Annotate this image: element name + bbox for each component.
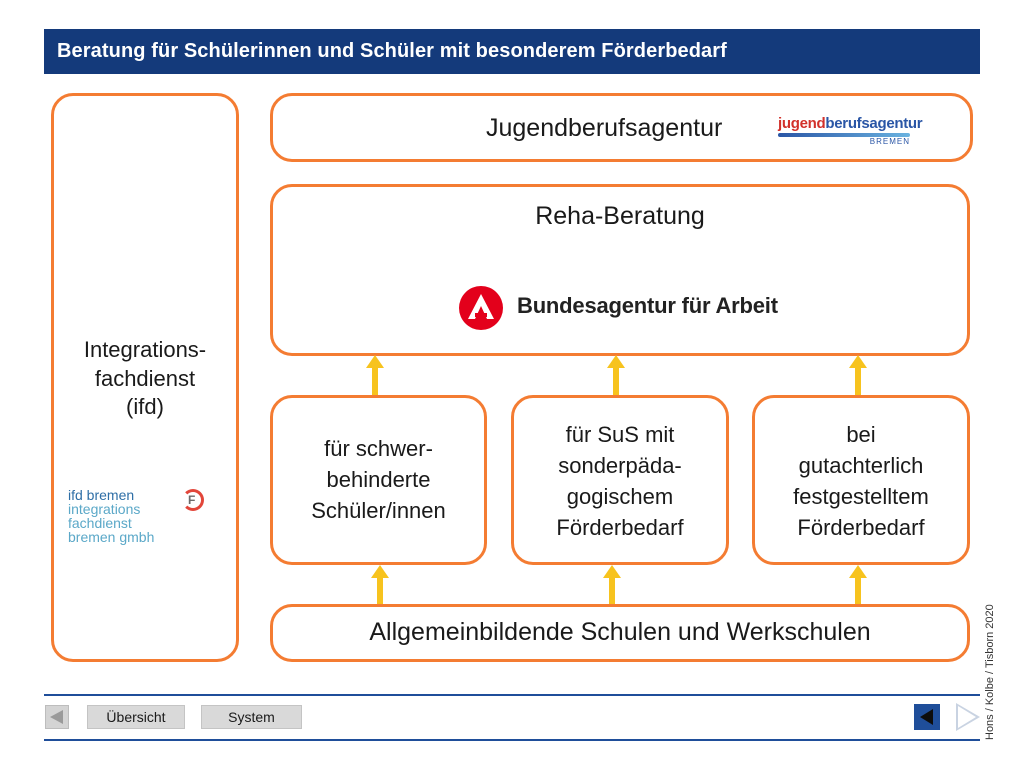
target-text-schwerbehinderte: für schwer- behinderte Schüler/innen (311, 436, 446, 523)
schools-box (270, 604, 970, 662)
jba-logo-part-1: jugend (778, 115, 826, 132)
system-button[interactable]: System (201, 705, 302, 729)
jugendberufsagentur-title: Jugendberufsagentur (486, 114, 723, 142)
nav-divider-top (44, 694, 980, 696)
target-box-gutachterlich (752, 395, 970, 565)
target-box-schwerbehinderte (270, 395, 487, 565)
arrow-up-icon (366, 355, 384, 395)
next-slide-icon[interactable] (955, 703, 981, 731)
nav-divider-bottom (44, 739, 980, 741)
target-box-sonderpaedagogisch (511, 395, 729, 565)
arrow-up-icon (607, 355, 625, 395)
ifd-logo-mark-icon: F (182, 489, 204, 511)
back-triangle-left-icon[interactable] (45, 705, 69, 729)
author-credit: Hons / Kolbe / Tisborn 2020 (984, 604, 996, 740)
jba-logo-sub: BREMEN (869, 137, 910, 146)
arrow-up-icon (849, 355, 867, 395)
ifd-box (51, 93, 239, 662)
bundesagentur-name: Bundesagentur für Arbeit (517, 293, 778, 318)
arrow-up-icon (371, 565, 389, 604)
jba-logo-wordmark: jugendberufsagentur (778, 115, 923, 132)
jugendberufsagentur-logo: jugendberufsagentur BREMEN (778, 115, 923, 146)
jba-logo-wave-icon (778, 133, 910, 137)
reha-beratung-box (270, 184, 970, 356)
jba-logo-part-2: berufsagentur (825, 115, 923, 132)
jugendberufsagentur-box (270, 93, 973, 162)
ifd-logo-line-3: fachdienst (68, 515, 132, 531)
previous-slide-icon[interactable] (914, 704, 940, 730)
ifd-logo-line-2: integrations (68, 501, 141, 517)
ifd-label: Integrations- fachdienst (ifd) (83, 337, 207, 420)
overview-button[interactable]: Übersicht (87, 705, 185, 729)
arrow-up-icon (849, 565, 867, 604)
bundesagentur-logo-icon (459, 286, 503, 330)
arrow-up-icon (603, 565, 621, 604)
ifd-logo-line-4: bremen gmbh (68, 529, 155, 545)
target-text-gutachterlich: bei gutachterlich festgestelltem Förderb… (793, 422, 929, 540)
ifd-logo-line-1: ifd bremen (68, 487, 135, 503)
target-text-sonderpaedagogisch: für SuS mit sonderpäda- gogischem Förder… (556, 422, 684, 540)
reha-beratung-title: Reha-Beratung (535, 202, 705, 230)
schools-label: Allgemeinbildende Schulen und Werkschule… (369, 618, 871, 646)
slide-title: Beratung für Schülerinnen und Schüler mi… (44, 29, 980, 74)
ifd-logo: ifd bremen integrations fachdienst breme… (68, 488, 208, 544)
ifd-logo-mark-letter: F (188, 493, 196, 507)
